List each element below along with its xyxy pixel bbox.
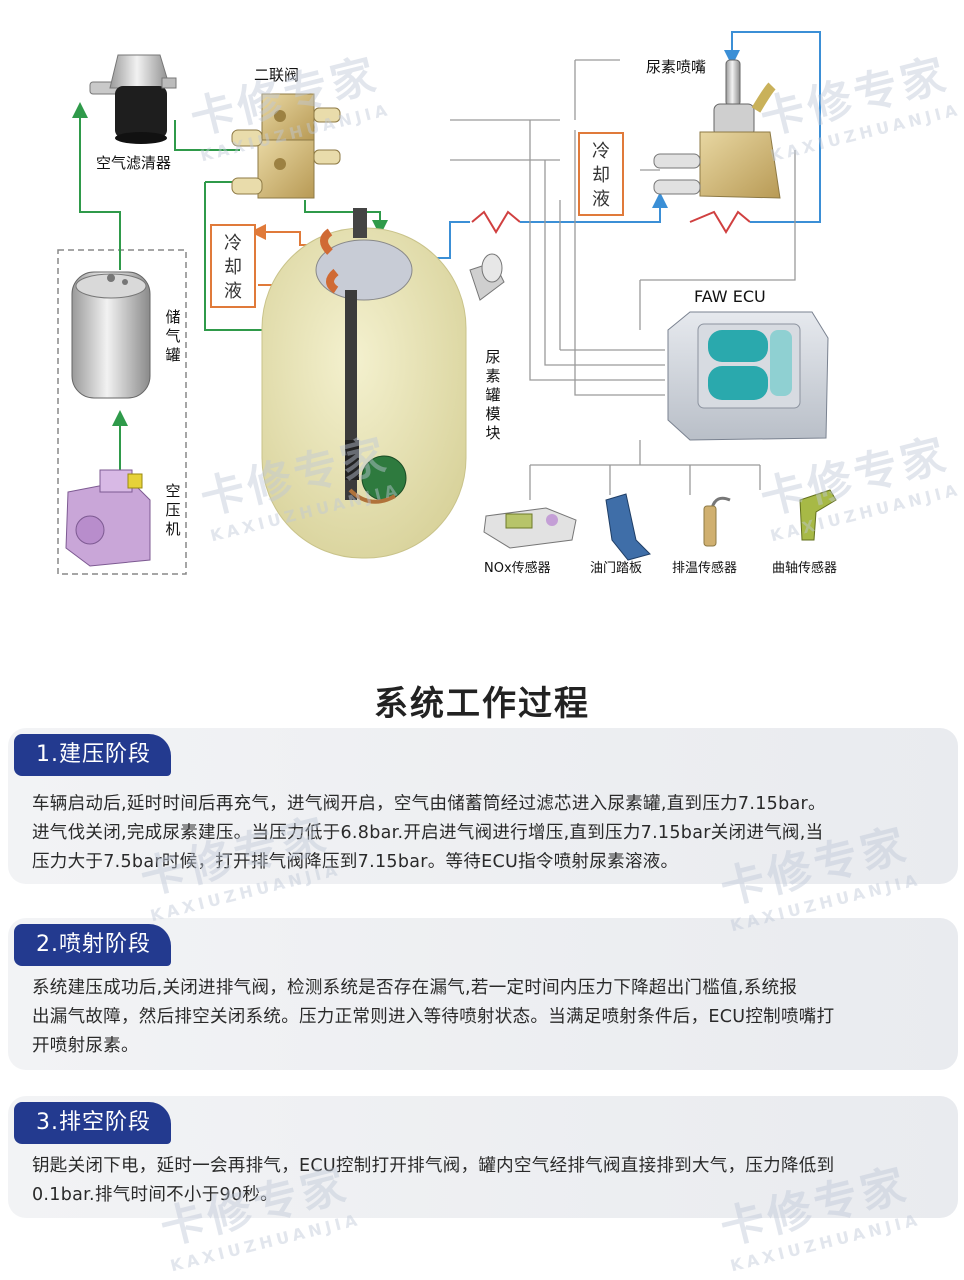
stage-title: 3.排空阶段 [14, 1102, 171, 1144]
stage-card-purge: 3.排空阶段 钥匙关闭下电，延时一会再排气，ECU控制打开排气阀，罐内空气经排气… [8, 1096, 958, 1218]
label-air-tank: 储气罐 [165, 308, 181, 364]
stage-line: 开喷射尿素。 [32, 1036, 139, 1056]
label-ecu: FAW ECU [694, 287, 766, 306]
urea-nozzle-icon [653, 59, 781, 199]
label-air-filter: 空气滤清器 [96, 154, 171, 172]
exhaust-temp-sensor-icon [703, 496, 731, 547]
air-tank-icon [71, 271, 151, 399]
stage-line: 出漏气故障，然后排空关闭系统。压力正常则进入等待喷射状态。当满足喷射条件后，EC… [32, 1007, 835, 1027]
label-exhaust-temp-sensor: 排温传感器 [672, 560, 737, 576]
section-title: 系统工作过程 [374, 684, 590, 724]
label-twin-valve: 二联阀 [254, 66, 299, 84]
label-throttle-pedal: 油门踏板 [590, 561, 642, 576]
label-urea-tank-module: 尿素罐模块 [485, 348, 501, 442]
stage-line: 系统建压成功后,关闭进排气阀，检测系统是否存在漏气,若一定时间内压力下降超出门槛… [32, 978, 798, 998]
stage-line: 压力大于7.5bar时候，打开排气阀降压到7.15bar。等待ECU指令喷射尿素… [32, 852, 679, 872]
stage-line: 车辆启动后,延时时间后再充气，进气阀开启，空气由储蓄筒经过滤芯进入尿素罐,直到压… [32, 794, 826, 814]
label-compressor: 空压机 [165, 482, 181, 538]
label-urea-nozzle: 尿素喷嘴 [646, 58, 706, 76]
stage-title: 2.喷射阶段 [14, 924, 171, 966]
ecu-icon [667, 311, 829, 441]
stage-body: 车辆启动后,延时时间后再充气，进气阀开启，空气由储蓄筒经过滤芯进入尿素罐,直到压… [32, 790, 936, 877]
twin-valve-icon [231, 93, 341, 199]
compressor-icon [65, 469, 151, 567]
urea-line [395, 31, 821, 259]
stage-card-build-pressure: 1.建压阶段 车辆启动后,延时时间后再充气，进气阀开启，空气由储蓄筒经过滤芯进入… [8, 728, 958, 884]
crank-sensor-icon [799, 489, 837, 541]
stage-body: 钥匙关闭下电，延时一会再排气，ECU控制打开排气阀，罐内空气经排气阀直接排到大气… [32, 1152, 936, 1210]
stage-body: 系统建压成功后,关闭进排气阀，检测系统是否存在漏气,若一定时间内压力下降超出门槛… [32, 974, 936, 1061]
air-supply-dashed-box [57, 249, 187, 575]
nox-sensor-icon [483, 507, 577, 549]
stage-line: 钥匙关闭下电，延时一会再排气，ECU控制打开排气阀，罐内空气经排气阀直接排到大气… [32, 1156, 835, 1176]
urea-tank-icon [261, 208, 505, 559]
stage-card-injection: 2.喷射阶段 系统建压成功后,关闭进排气阀，检测系统是否存在漏气,若一定时间内压… [8, 918, 958, 1070]
label-nox-sensor: NOx传感器 [484, 560, 551, 576]
stage-title: 1.建压阶段 [14, 734, 171, 776]
stage-line: 0.1bar.排气时间不小于90秒。 [32, 1185, 278, 1205]
scr-system-diagram: 空气滤清器 二联阀 尿素喷嘴 FAW ECU NOx传感器 油门踏板 排温传感器… [57, 31, 837, 576]
stage-line: 进气伐关闭,完成尿素建压。当压力低于6.8bar.开启进气阀进行增压,直到压力7… [32, 823, 824, 843]
signal-lines [450, 59, 796, 500]
coolant-box-right: 冷却液 [578, 132, 624, 216]
throttle-pedal-icon [605, 493, 651, 561]
coolant-box-left: 冷却液 [210, 224, 256, 308]
label-crank-sensor: 曲轴传感器 [772, 560, 837, 576]
air-filter-icon [89, 54, 177, 144]
